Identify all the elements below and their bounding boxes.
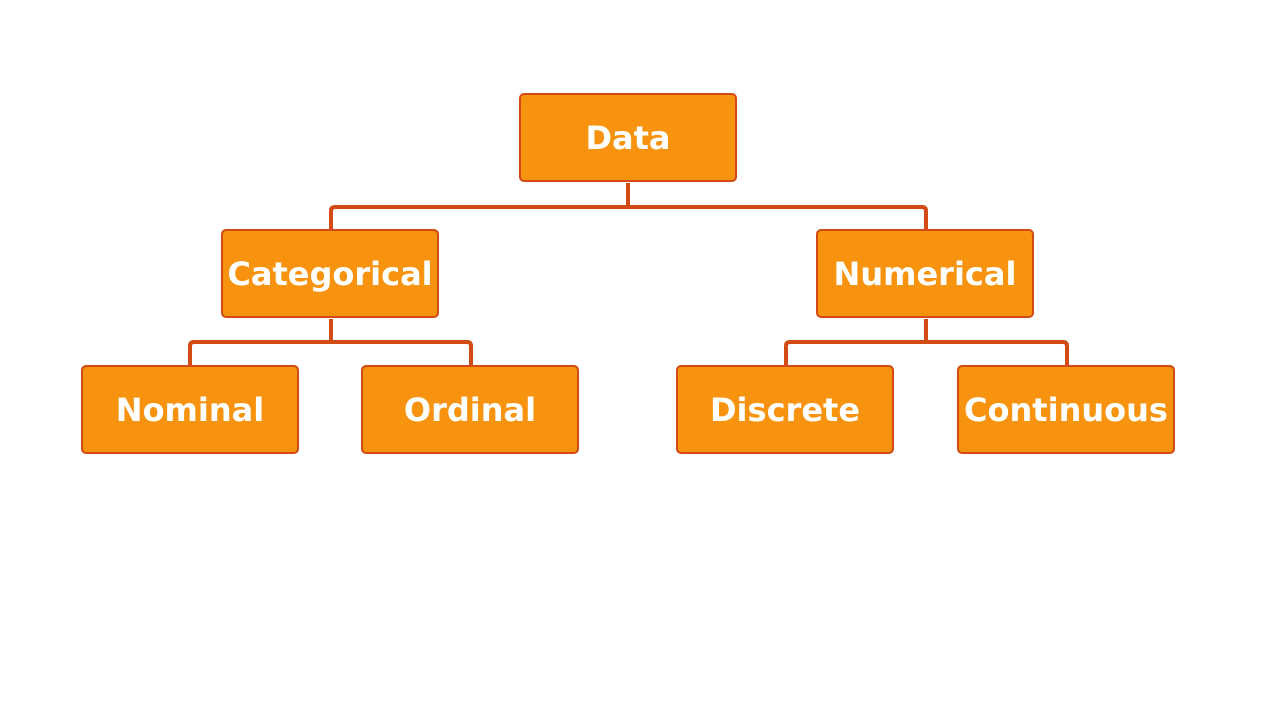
- connector-data-to-level2: [329, 183, 928, 229]
- node-numerical-label: Numerical: [833, 254, 1017, 293]
- node-categorical-label: Categorical: [227, 254, 433, 293]
- connector-numerical-to-children: [784, 319, 1069, 365]
- node-ordinal: Ordinal: [361, 365, 579, 454]
- node-ordinal-label: Ordinal: [403, 390, 537, 429]
- node-continuous-label: Continuous: [964, 390, 1168, 429]
- node-discrete: Discrete: [676, 365, 894, 454]
- node-nominal-label: Nominal: [115, 390, 265, 429]
- node-data: Data: [519, 93, 737, 182]
- node-data-label: Data: [585, 118, 671, 157]
- connector-categorical-to-children: [188, 319, 473, 365]
- node-numerical: Numerical: [816, 229, 1034, 318]
- node-nominal: Nominal: [81, 365, 299, 454]
- node-continuous: Continuous: [957, 365, 1175, 454]
- node-discrete-label: Discrete: [709, 390, 861, 429]
- node-categorical: Categorical: [221, 229, 439, 318]
